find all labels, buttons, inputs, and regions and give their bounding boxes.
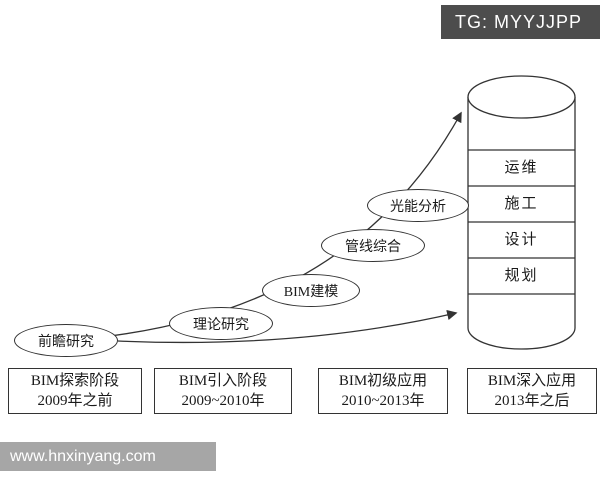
stage-box-primary-application: BIM初级应用 2010~2013年: [318, 368, 448, 414]
phase-oval-research-outlook: 前瞻研究: [14, 324, 118, 357]
cylinder-layer-planning: 规划: [504, 268, 539, 284]
stage-name: BIM初级应用: [338, 373, 428, 389]
stage-box-exploration: BIM探索阶段 2009年之前: [8, 368, 142, 414]
phase-oval-bim-modeling: BIM建模: [262, 274, 360, 307]
cylinder-top: [467, 75, 576, 119]
phase-oval-label: 管线综合: [345, 239, 401, 255]
cylinder-body: [467, 97, 576, 350]
stage-name: BIM探索阶段: [30, 373, 120, 389]
stage-box-introduction: BIM引入阶段 2009~2010年: [154, 368, 292, 414]
phase-oval-pipeline-integration: 管线综合: [321, 229, 425, 262]
cylinder-layer-construction: 施工: [504, 196, 539, 212]
growth-curve-arrow: [29, 111, 462, 343]
cylinder-layer-design: 设计: [504, 232, 539, 248]
stage-name: BIM引入阶段: [178, 373, 268, 389]
phase-oval-label: 光能分析: [390, 199, 446, 215]
watermark: www.hnxinyang.com: [0, 442, 216, 471]
stage-period: 2010~2013年: [341, 393, 425, 409]
phase-oval-theory-research: 理论研究: [169, 307, 273, 340]
phase-oval-label: 理论研究: [193, 317, 249, 333]
stage-period: 2013年之后: [494, 393, 570, 409]
phase-oval-label: 前瞻研究: [38, 334, 94, 350]
baseline-arrow: [117, 309, 458, 344]
phase-oval-label: BIM建模: [283, 284, 339, 300]
phase-oval-light-analysis: 光能分析: [367, 189, 469, 222]
stage-period: 2009~2010年: [181, 393, 265, 409]
stage-name: BIM深入应用: [487, 373, 577, 389]
stage-period: 2009年之前: [37, 393, 113, 409]
tg-badge: TG: MYYJJPP: [440, 5, 600, 39]
stage-box-advanced-application: BIM深入应用 2013年之后: [467, 368, 597, 414]
cylinder-layer-operations: 运维: [504, 160, 539, 176]
